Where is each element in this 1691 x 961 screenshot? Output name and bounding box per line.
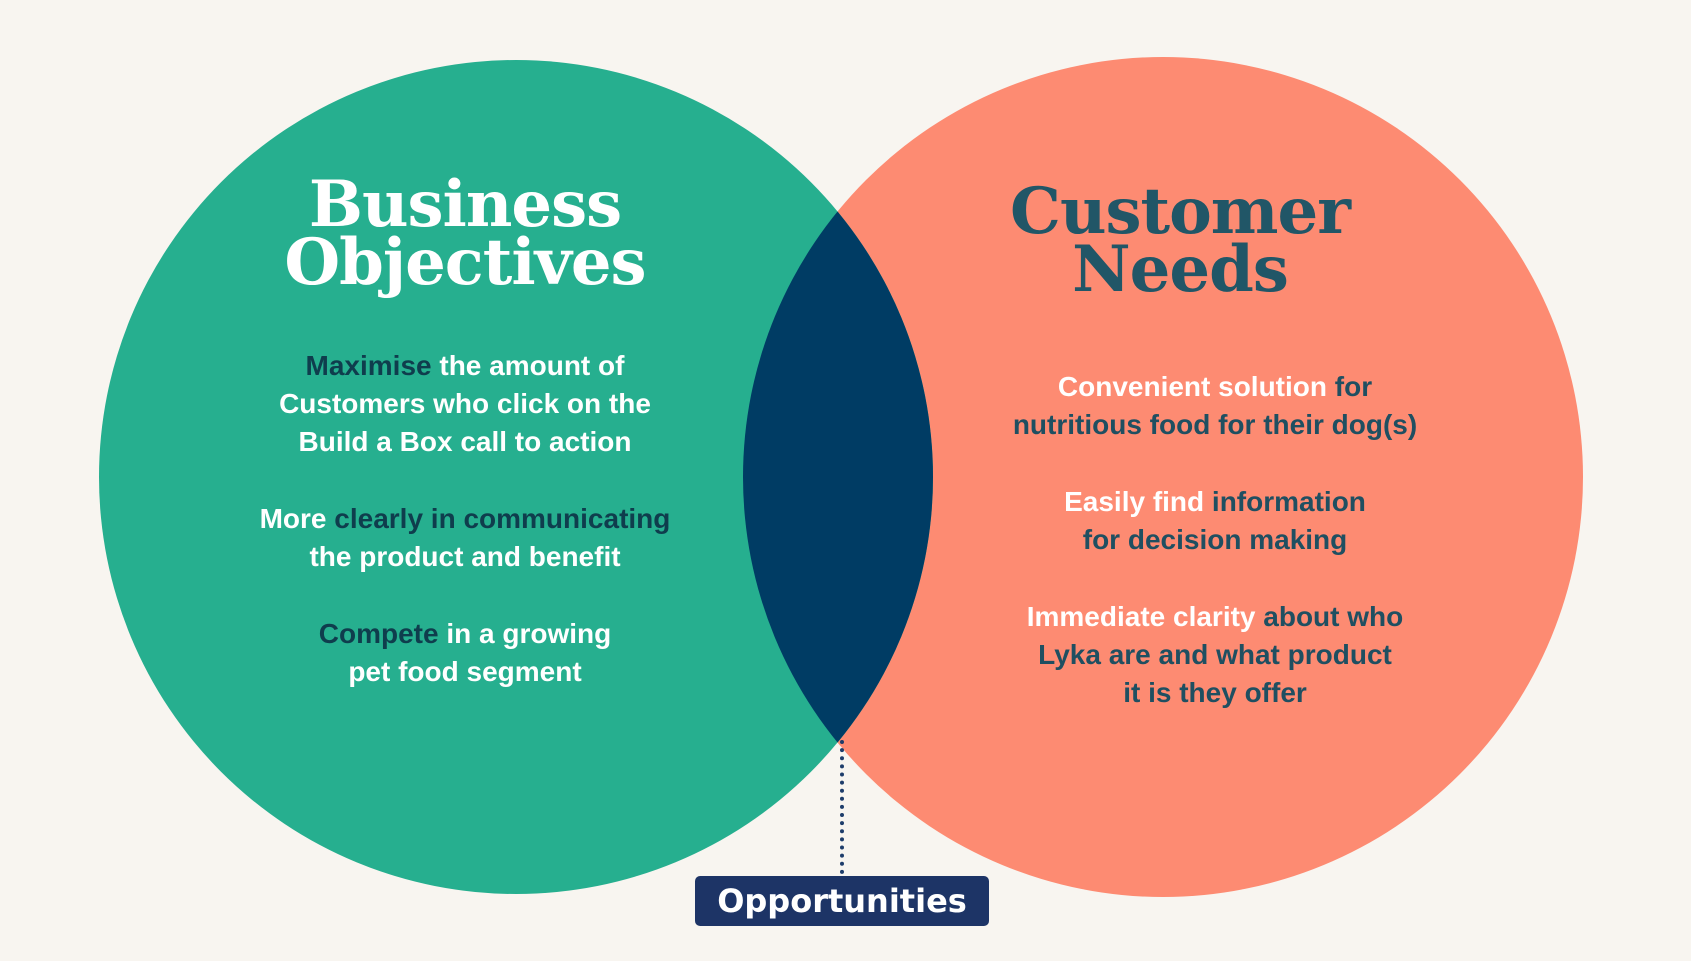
customer-title-line-1: Customer xyxy=(1010,174,1351,249)
business-objective-item-line: the product and benefit xyxy=(200,538,730,576)
body-text: it is they offer xyxy=(1123,677,1307,708)
business-objectives-circle xyxy=(99,60,933,894)
body-text: the product and benefit xyxy=(309,541,621,572)
customer-need-item-line: Convenient solution for xyxy=(960,368,1470,406)
business-objective-item-line: pet food segment xyxy=(200,653,730,691)
body-text: More xyxy=(259,503,335,534)
body-text: in a growing xyxy=(438,618,612,649)
highlight-text: Immediate clarity xyxy=(1026,601,1256,632)
body-text: Customers who click on the xyxy=(279,388,651,419)
body-text: Lyka are and what product xyxy=(1038,639,1392,670)
customer-need-item-line: Lyka are and what product xyxy=(960,636,1470,674)
customer-need-item-line: for decision making xyxy=(960,521,1470,559)
business-objectives-title: Business Objectives xyxy=(265,167,665,300)
business-objective-item-line: More clearly in communicating xyxy=(200,500,730,538)
highlight-text: Compete xyxy=(318,618,439,649)
business-objective-item-line: Customers who click on the xyxy=(200,385,730,423)
customer-need-item-line: it is they offer xyxy=(960,674,1470,712)
customer-need-item-line: nutritious food for their dog(s) xyxy=(960,406,1470,444)
opportunities-connector xyxy=(840,740,844,874)
body-text: for xyxy=(1327,371,1373,402)
highlight-text: Easily find xyxy=(1064,486,1205,517)
customer-need-item-line: Easily find information xyxy=(960,483,1470,521)
customer-need-item-line: Immediate clarity about who xyxy=(960,598,1470,636)
highlight-text: Maximise xyxy=(305,350,432,381)
customer-title-line-2: Needs xyxy=(1072,232,1289,307)
body-text: information xyxy=(1204,486,1366,517)
business-title-line-1: Business xyxy=(308,167,622,242)
business-objective-item-line: Compete in a growing xyxy=(200,615,730,653)
body-text: about who xyxy=(1255,601,1404,632)
body-text: Build a Box call to action xyxy=(298,426,632,457)
customer-needs-circle xyxy=(743,57,1583,897)
customer-needs-title: Customer Needs xyxy=(975,174,1385,307)
opportunities-badge: Opportunities xyxy=(695,876,989,926)
business-objective-item-line: Maximise the amount of xyxy=(200,347,730,385)
body-text: the amount of xyxy=(431,350,625,381)
highlight-text: Convenient solution xyxy=(1057,371,1327,402)
body-text: for decision making xyxy=(1082,524,1348,555)
business-title-line-2: Objectives xyxy=(284,225,646,300)
body-text: nutritious food for their dog(s) xyxy=(1012,409,1418,440)
highlight-text: clearly in communicating xyxy=(334,503,671,534)
business-objective-item-line: Build a Box call to action xyxy=(200,423,730,461)
body-text: pet food segment xyxy=(348,656,582,687)
